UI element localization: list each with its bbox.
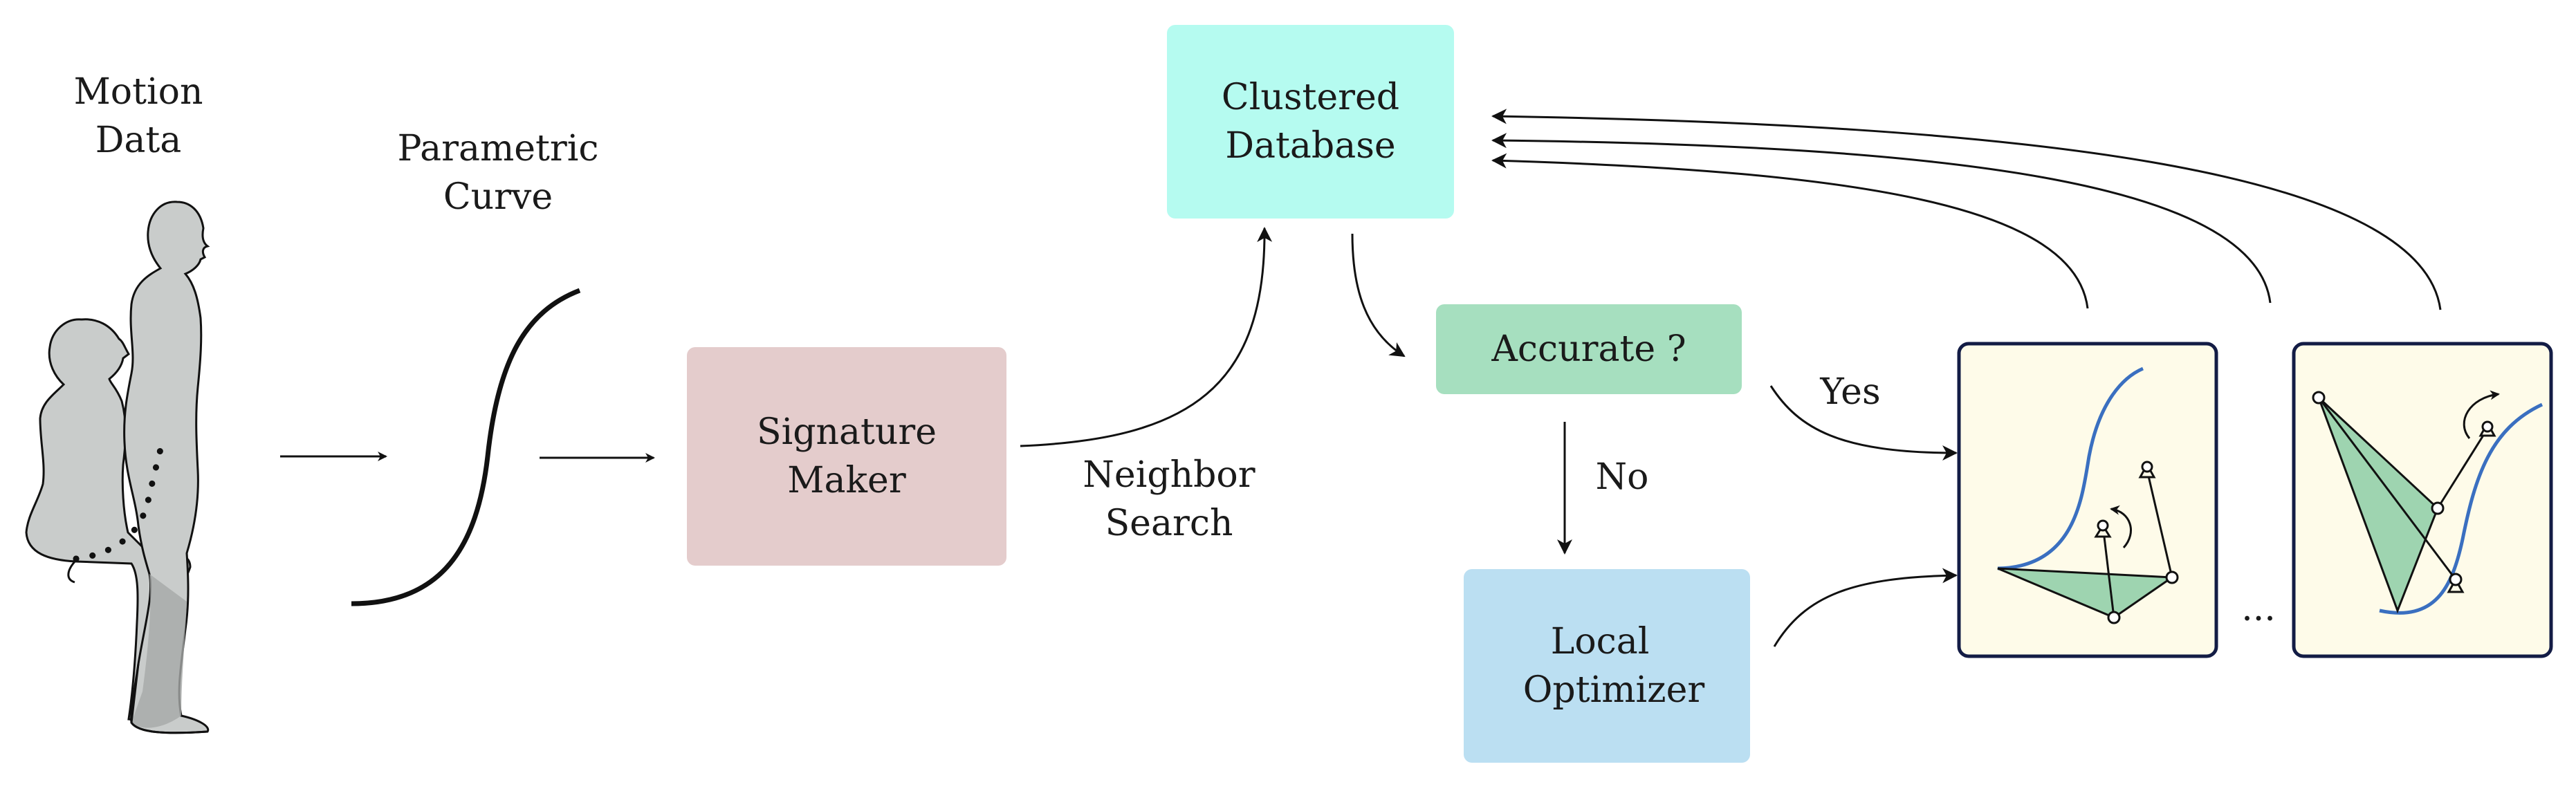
arrow-icon xyxy=(1491,153,2089,309)
accurate-box: Accurate ? xyxy=(1436,304,1742,394)
arrow-icon xyxy=(1769,385,1958,461)
signature-maker-box: Signature Maker xyxy=(687,347,1006,566)
arrow-icon xyxy=(1773,568,1958,647)
signature-maker-line1: Signature xyxy=(756,411,937,453)
neighbor-search-line1: Neighbor xyxy=(1083,454,1255,496)
motion-data-line2: Data xyxy=(95,120,182,161)
motion-data-label: Motion Data xyxy=(55,68,221,165)
clustered-database-line2: Database xyxy=(1225,125,1396,167)
arrow-icon xyxy=(1351,233,1406,358)
arrow-icon xyxy=(1020,227,1273,447)
motion-data-line1: Motion xyxy=(73,71,203,113)
clustered-database-line1: Clustered xyxy=(1221,77,1400,118)
parametric-curve-icon xyxy=(351,288,581,606)
neighbor-search-label: Neighbor Search xyxy=(1065,451,1273,548)
accurate-line1: Accurate ? xyxy=(1491,328,1686,370)
optimization-panel-2 xyxy=(2292,342,2553,658)
parametric-curve-label: Parametric Curve xyxy=(387,124,609,221)
signature-maker-line2: Maker xyxy=(787,460,906,501)
local-optimizer-line1: Local xyxy=(1550,621,1650,662)
arrow-icon xyxy=(1491,133,2272,304)
local-optimizer-line2: Optimizer xyxy=(1522,669,1705,711)
local-optimizer-box: Local Optimizer xyxy=(1464,569,1750,763)
parametric-curve-line1: Parametric xyxy=(397,128,599,169)
no-label: No xyxy=(1595,456,1649,498)
neighbor-search-line2: Search xyxy=(1105,503,1233,544)
clustered-database-box: Clustered Database xyxy=(1167,25,1454,219)
yes-label: Yes xyxy=(1820,371,1881,413)
arrow-icon xyxy=(1491,109,2442,310)
optimization-panel-1 xyxy=(1957,342,2218,658)
human-figure-standing-icon xyxy=(123,201,210,734)
parametric-curve-line2: Curve xyxy=(443,176,553,218)
ellipsis-label: ... xyxy=(2241,588,2276,629)
